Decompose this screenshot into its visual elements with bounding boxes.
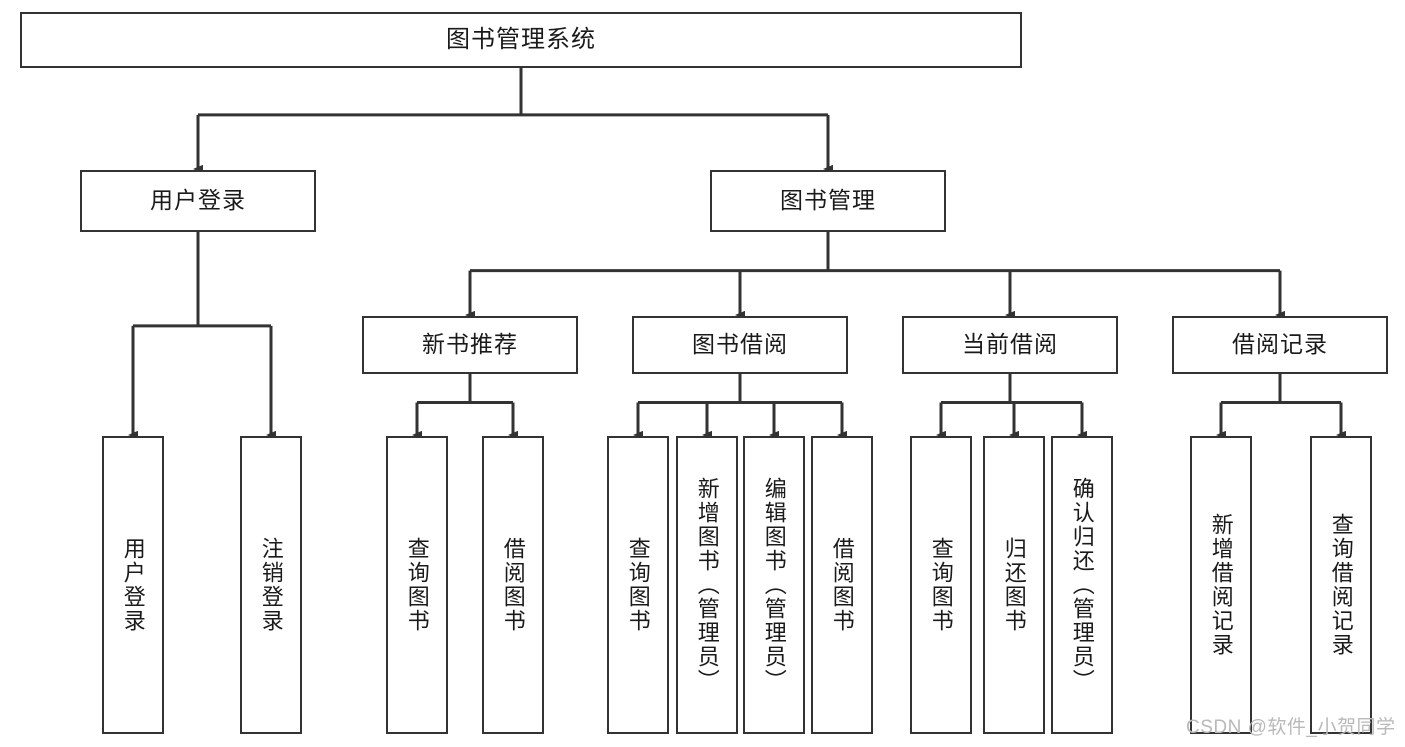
node-book-management-label: 图书管理 <box>780 187 876 214</box>
leaf-current-confirm-return[interactable]: 确认归还（管理员） <box>1051 436 1113 734</box>
node-new-book-recommendation-label: 新书推荐 <box>422 331 518 358</box>
leaf-borrow-edit-book-label: 编辑图书（管理员） <box>761 477 787 693</box>
node-borrow-record-label: 借阅记录 <box>1232 331 1328 358</box>
leaf-current-query-book[interactable]: 查询图书 <box>910 436 972 734</box>
leaf-borrow-edit-book[interactable]: 编辑图书（管理员） <box>743 436 805 734</box>
watermark: CSDN @软件_小贺同学 <box>1186 717 1396 738</box>
leaf-borrow-borrow-book-label: 借阅图书 <box>829 537 855 633</box>
leaf-recommend-borrow-book-label: 借阅图书 <box>500 537 526 633</box>
leaf-record-query-label: 查询借阅记录 <box>1328 513 1354 657</box>
node-book-borrow-label: 图书借阅 <box>692 331 788 358</box>
node-user-login[interactable]: 用户登录 <box>80 170 316 232</box>
leaf-borrow-add-book[interactable]: 新增图书（管理员） <box>676 436 738 734</box>
leaf-logout-label: 注销登录 <box>258 537 284 633</box>
leaf-borrow-query-book[interactable]: 查询图书 <box>607 436 669 734</box>
leaf-user-login-label: 用户登录 <box>120 537 146 633</box>
node-borrow-record[interactable]: 借阅记录 <box>1172 316 1388 374</box>
leaf-record-add[interactable]: 新增借阅记录 <box>1190 436 1252 734</box>
leaf-recommend-query-book-label: 查询图书 <box>404 537 430 633</box>
node-current-borrow-label: 当前借阅 <box>962 331 1058 358</box>
leaf-user-login[interactable]: 用户登录 <box>102 436 164 734</box>
leaf-current-query-book-label: 查询图书 <box>928 537 954 633</box>
node-current-borrow[interactable]: 当前借阅 <box>902 316 1118 374</box>
leaf-borrow-query-book-label: 查询图书 <box>625 537 651 633</box>
leaf-logout[interactable]: 注销登录 <box>240 436 302 734</box>
node-new-book-recommendation[interactable]: 新书推荐 <box>362 316 578 374</box>
node-root[interactable]: 图书管理系统 <box>20 12 1022 68</box>
leaf-current-confirm-return-label: 确认归还（管理员） <box>1069 477 1095 693</box>
node-user-login-label: 用户登录 <box>150 187 246 214</box>
leaf-record-add-label: 新增借阅记录 <box>1208 513 1234 657</box>
leaf-current-return-book[interactable]: 归还图书 <box>983 436 1045 734</box>
leaf-recommend-borrow-book[interactable]: 借阅图书 <box>482 436 544 734</box>
node-book-borrow[interactable]: 图书借阅 <box>632 316 848 374</box>
leaf-borrow-borrow-book[interactable]: 借阅图书 <box>811 436 873 734</box>
node-root-label: 图书管理系统 <box>446 25 596 53</box>
leaf-current-return-book-label: 归还图书 <box>1001 537 1027 633</box>
node-book-management[interactable]: 图书管理 <box>710 170 946 232</box>
leaf-record-query[interactable]: 查询借阅记录 <box>1310 436 1372 734</box>
leaf-borrow-add-book-label: 新增图书（管理员） <box>694 477 720 693</box>
leaf-recommend-query-book[interactable]: 查询图书 <box>386 436 448 734</box>
